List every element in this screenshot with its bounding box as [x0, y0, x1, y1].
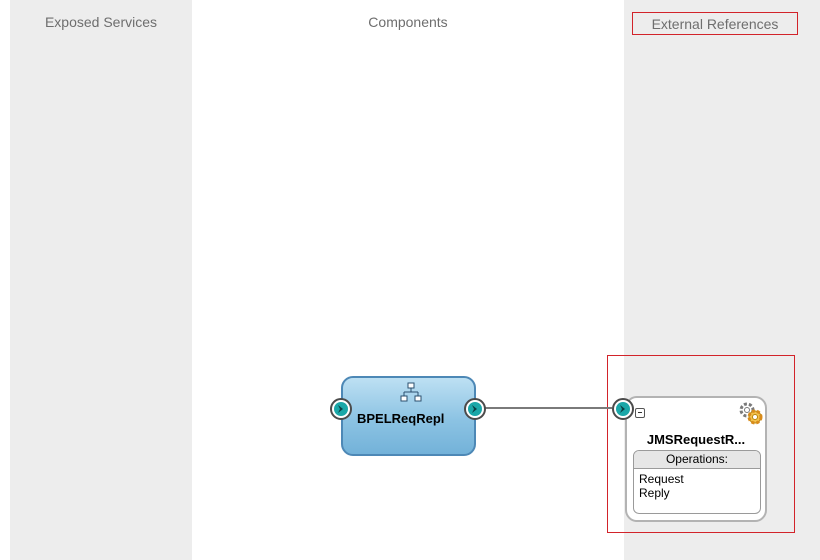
- operations-panel: Operations: Request Reply: [633, 450, 761, 514]
- jms-reference-port[interactable]: [612, 398, 634, 420]
- external-references-title-highlight: External References: [632, 12, 798, 35]
- operation-reply[interactable]: Reply: [639, 486, 670, 500]
- jms-adapter-gear-icon: [739, 402, 763, 425]
- operations-list: Request Reply: [634, 469, 760, 500]
- bpel-component[interactable]: BPELReqRepl: [341, 376, 476, 456]
- bpel-component-name: BPELReqRepl: [357, 411, 445, 426]
- operations-header: Operations:: [634, 451, 760, 469]
- bpel-process-icon: [400, 382, 422, 402]
- components-lane: Components: [192, 0, 624, 560]
- jms-reference-card[interactable]: JMSRequestR... Operations: Request Reply: [625, 396, 767, 522]
- jms-reference-name: JMSRequestR...: [646, 432, 746, 447]
- reference-highlight-box: [607, 355, 795, 533]
- bpel-service-port[interactable]: [330, 398, 352, 420]
- bpel-reference-port[interactable]: [464, 398, 486, 420]
- exposed-services-title: Exposed Services: [44, 14, 158, 30]
- external-references-title: External References: [651, 16, 779, 32]
- exposed-services-lane: Exposed Services: [10, 0, 192, 560]
- operation-request[interactable]: Request: [639, 472, 684, 486]
- wire-connection[interactable]: [485, 407, 612, 409]
- components-title: Components: [368, 14, 448, 30]
- chevron-right-icon: [334, 402, 348, 416]
- chevron-right-icon: [616, 402, 630, 416]
- chevron-right-icon: [468, 402, 482, 416]
- collapse-icon[interactable]: [635, 408, 645, 418]
